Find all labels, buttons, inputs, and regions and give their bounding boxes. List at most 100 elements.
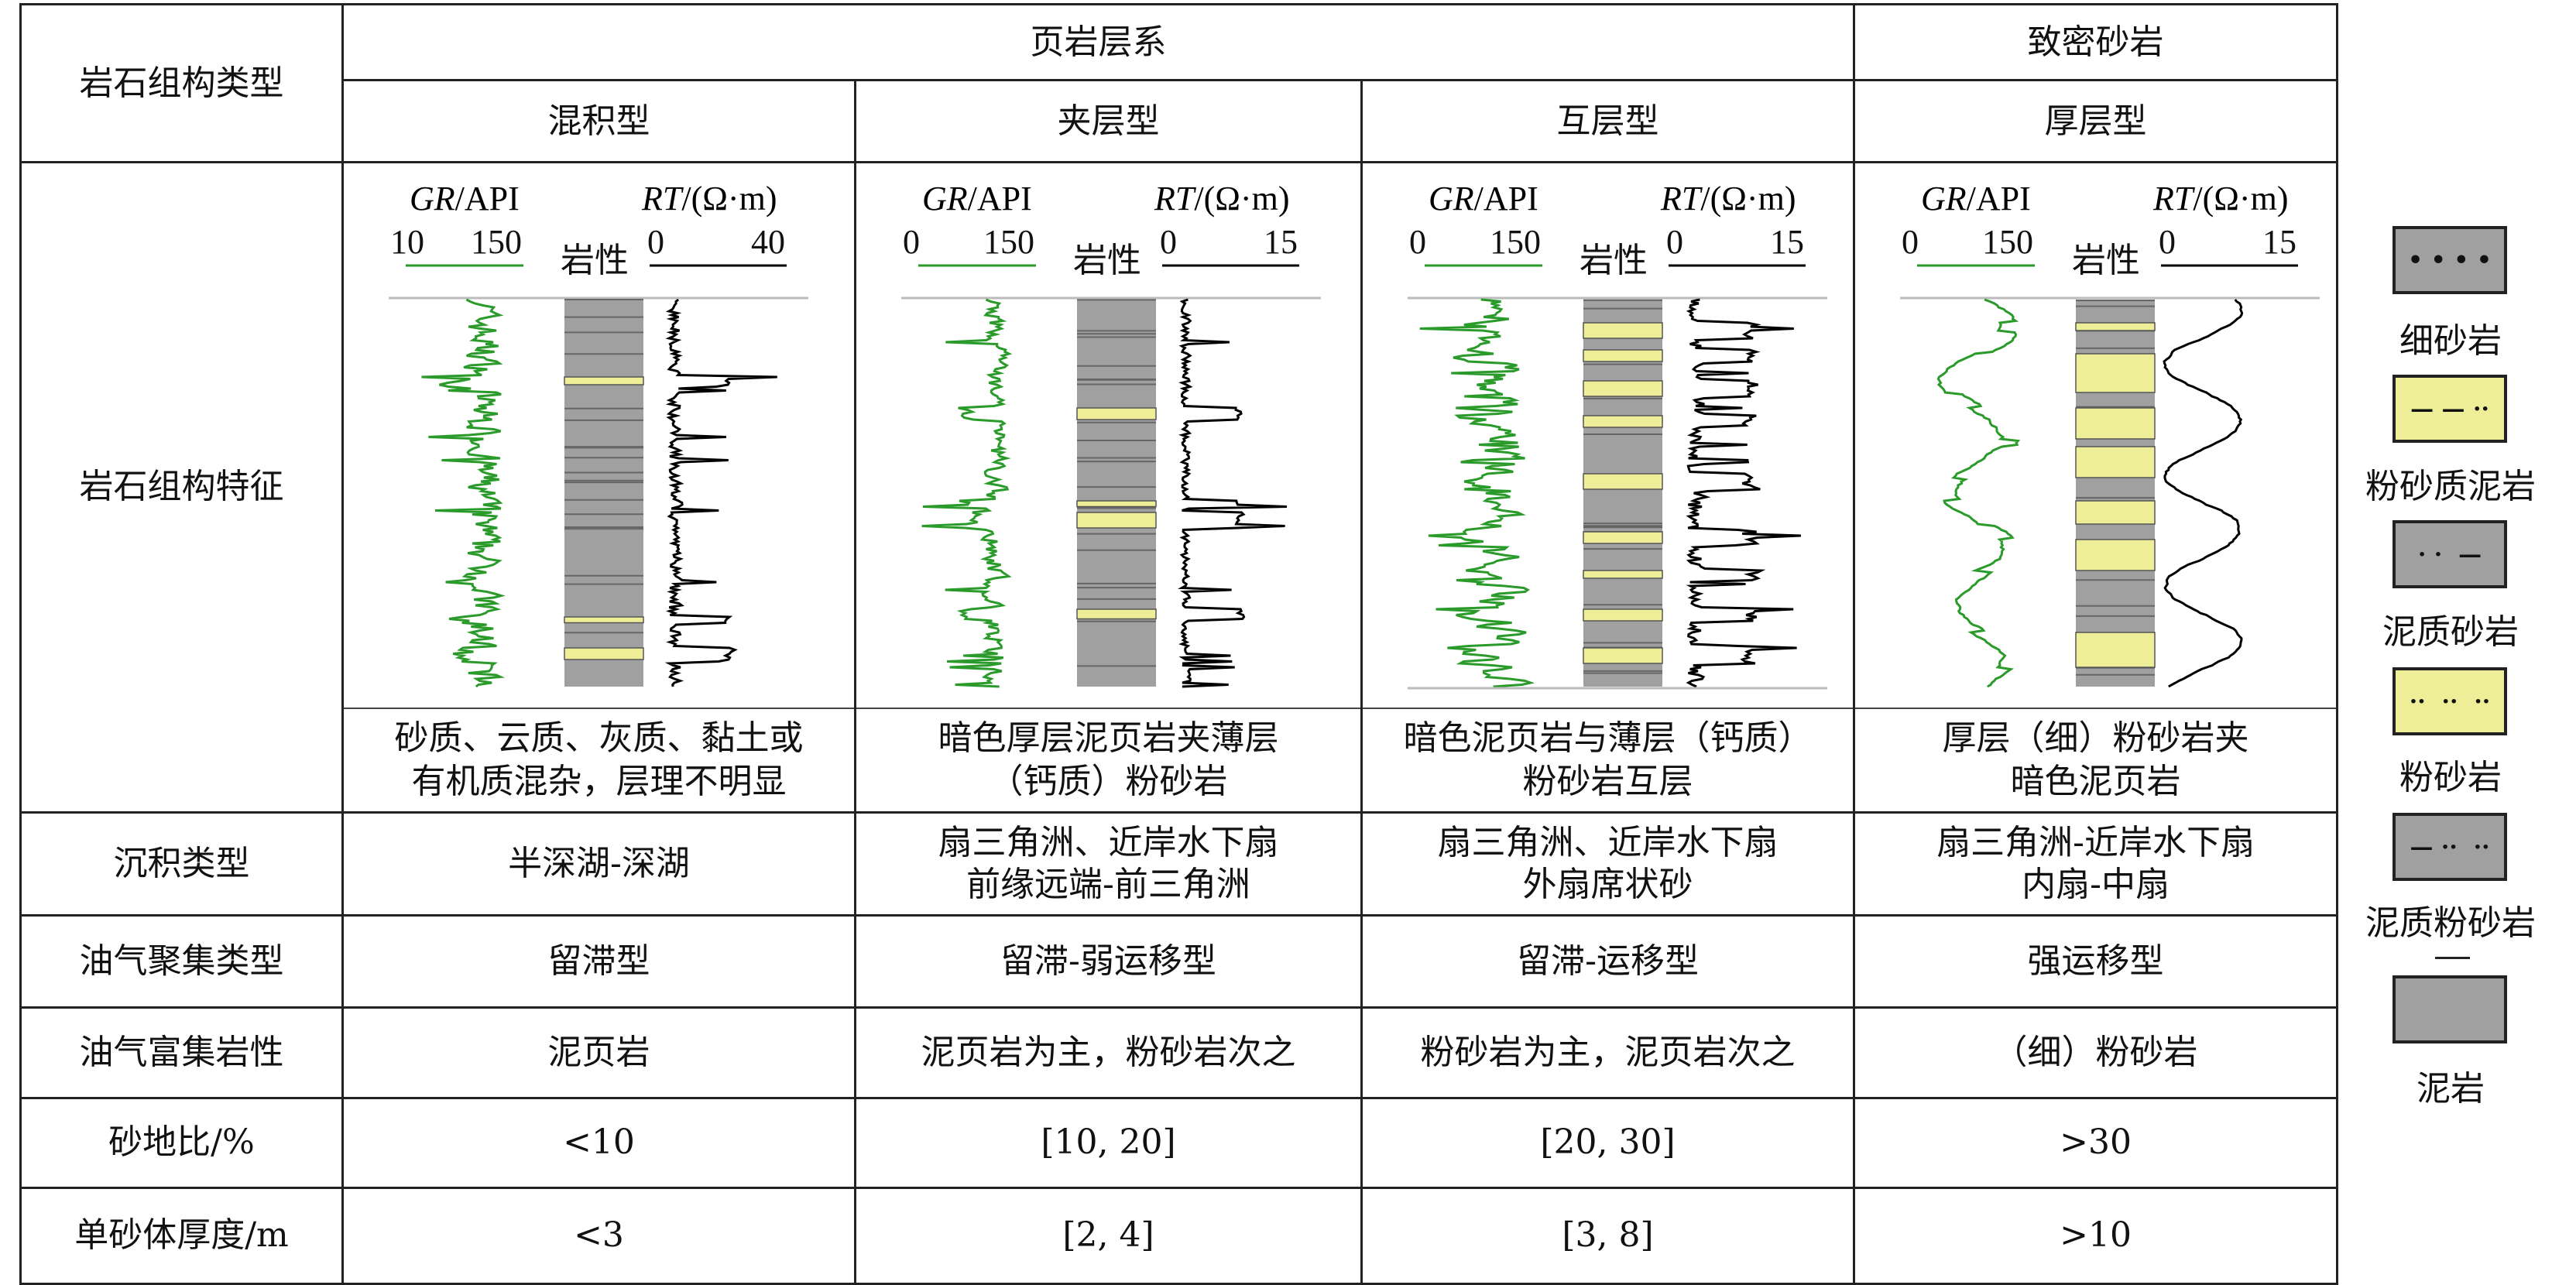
cell: 泥页岩为主，粉砂岩次之 [854, 1006, 1363, 1099]
row-label: 油气聚集类型 [19, 913, 344, 1009]
log-header-text: 岩性 [1073, 242, 1141, 279]
type-interbedded: 夹层型 [854, 79, 1363, 163]
lithology-column [1077, 300, 1156, 687]
type-mixed: 混积型 [341, 79, 856, 163]
row-label: 砂地比/% [19, 1096, 344, 1189]
table-row-sedimentary-type: 沉积类型 半深湖-深湖 扇三角洲、近岸水下扇前缘远端-前三角洲 扇三角洲、近岸水… [19, 810, 2339, 917]
log-header-text: 岩性 [2072, 242, 2140, 279]
log-header-text: 0 [1409, 223, 1426, 261]
table-row-sand-thickness: 单砂体厚度/m <3 [2, 4] [3, 8] >10 [19, 1186, 2339, 1285]
gr-axis-title: GR/API [410, 180, 520, 218]
rt-axis-title: RT/(Ω·m) [2152, 180, 2288, 218]
log-header-text: 15 [2262, 223, 2296, 261]
cell: 强运移型 [1853, 913, 2339, 1009]
legend-label: 粉砂岩 [2399, 758, 2502, 797]
siltstone-layer [2075, 353, 2156, 393]
cell: [20, 30] [1360, 1096, 1856, 1189]
row-label: 油气富集岩性 [19, 1006, 344, 1099]
siltstone-layer [2075, 632, 2156, 668]
row-label: 单砂体厚度/m [19, 1186, 344, 1285]
cell: 扇三角洲、近岸水下扇外扇席状砂 [1360, 810, 1856, 917]
row-label: 沉积类型 [19, 810, 344, 917]
cell: [10, 20] [854, 1096, 1363, 1189]
legend-label: 粉砂质泥岩 [2365, 467, 2536, 506]
siltstone-layer [2075, 446, 2156, 478]
siltstone-layer [1583, 349, 1663, 362]
siltstone-layer [564, 376, 644, 386]
rt-curve [664, 298, 777, 687]
siltstone-layer [1583, 415, 1663, 428]
cell: 泥页岩 [341, 1006, 856, 1099]
cell: 留滞型 [341, 913, 856, 1009]
log-header-text: 0 [1902, 223, 1919, 261]
siltstone-layer [1076, 407, 1157, 420]
log-header-text: 40 [751, 223, 785, 261]
siltstone-layer [1583, 322, 1663, 339]
gr-axis-title: GR/API [1921, 180, 2031, 218]
cell: [2, 4] [854, 1186, 1363, 1285]
rt-curve [1177, 298, 1288, 688]
description-3: 暗色泥页岩与薄层（钙质）粉砂岩互层 [1360, 708, 1856, 814]
log-header-text: 0 [1666, 223, 1683, 261]
siltstone-layer [1583, 531, 1663, 544]
legend-swatch-silty-mudstone: — — ·· [2392, 375, 2507, 443]
siltstone-layer [1583, 570, 1663, 579]
log-panel-4: GR/API RT/(Ω·m) 0 150 岩性 0 15 [1853, 161, 2339, 709]
siltstone-layer [564, 647, 644, 660]
siltstone-layer [1583, 380, 1663, 397]
description-2: 暗色厚层泥页岩夹薄层（钙质）粉砂岩 [854, 708, 1363, 814]
description-1: 砂质、云质、灰质、黏土或有机质混杂，层理不明显 [341, 708, 856, 814]
siltstone-layer [2075, 539, 2156, 571]
description-4: 厚层（细）粉砂岩夹暗色泥页岩 [1853, 708, 2339, 814]
rt-axis-title: RT/(Ω·m) [1660, 180, 1796, 218]
log-header-text: 150 [471, 223, 522, 261]
table-row-sand-ratio: 砂地比/% <10 [10, 20] [20, 30] >30 [19, 1096, 2339, 1189]
siltstone-layer [2075, 322, 2156, 331]
table-row-enrichment-lithology: 油气富集岩性 泥页岩 泥页岩为主，粉砂岩次之 粉砂岩为主，泥页岩次之 （细）粉砂… [19, 1006, 2339, 1099]
log-header-text: 150 [1982, 223, 2033, 261]
siltstone-layer [1076, 500, 1157, 508]
cell: 留滞-运移型 [1360, 913, 1856, 1009]
lithology-column [564, 300, 643, 687]
gr-curve [421, 298, 506, 688]
siltstone-layer [1583, 647, 1663, 664]
rt-curve [2163, 299, 2244, 688]
cell: <3 [341, 1186, 856, 1285]
table-row-accumulation-type: 油气聚集类型 留滞型 留滞-弱运移型 留滞-运移型 强运移型 [19, 913, 2339, 1009]
siltstone-layer [1583, 608, 1663, 622]
legend-dash [2435, 957, 2470, 959]
cell: 半深湖-深湖 [341, 810, 856, 917]
group-tight-sandstone: 致密砂岩 [1853, 3, 2339, 81]
log-header-text: 0 [1160, 223, 1177, 261]
rock-fabric-table: 岩石组构类型 页岩层系 致密砂岩 混积型 夹层型 互层型 厚层型 岩石组构特征 … [19, 3, 2339, 1285]
cell: <10 [341, 1096, 856, 1189]
siltstone-layer [2075, 407, 2156, 440]
log-header-text: 岩性 [561, 242, 629, 279]
siltstone-layer [2075, 500, 2156, 525]
legend-swatch-argillaceous-siltstone: — ·· ·· [2392, 813, 2507, 881]
cell: 留滞-弱运移型 [854, 913, 1363, 1009]
type-thick-bedded: 厚层型 [1853, 79, 2339, 163]
row-label-features: 岩石组构特征 [19, 161, 344, 814]
gr-axis-title: GR/API [922, 180, 1032, 218]
log-header-text: 0 [903, 223, 920, 261]
legend-label: 泥质砂岩 [2382, 612, 2519, 652]
cell: 粉砂岩为主，泥页岩次之 [1360, 1006, 1856, 1099]
gr-axis-title: GR/API [1429, 180, 1538, 218]
cell: 扇三角洲-近岸水下扇内扇-中扇 [1853, 810, 2339, 917]
legend-swatch-fine-sandstone: • • • • [2392, 226, 2507, 294]
group-shale: 页岩层系 [341, 3, 1856, 81]
rt-axis-title: RT/(Ω·m) [641, 180, 777, 218]
cell: >10 [1853, 1186, 2339, 1285]
siltstone-layer [1583, 473, 1663, 490]
row-label-fabric-type: 岩石组构类型 [19, 3, 344, 163]
rt-axis-title: RT/(Ω·m) [1154, 180, 1289, 218]
legend-swatch-argillaceous-sandstone: · · — [2392, 520, 2507, 588]
legend-label: 细砂岩 [2399, 321, 2502, 361]
cell: >30 [1853, 1096, 2339, 1189]
siltstone-layer [1076, 512, 1157, 529]
gr-curve [1419, 298, 1535, 688]
log-header-text: 0 [2159, 223, 2176, 261]
